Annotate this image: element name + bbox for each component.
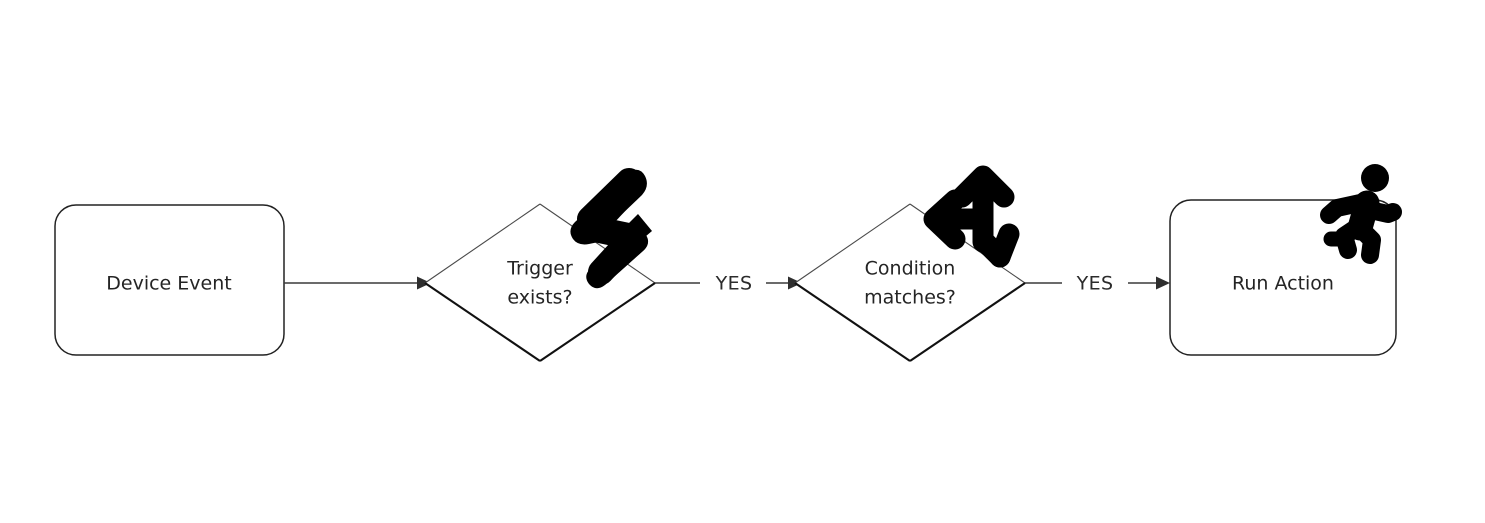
condition-matches-edge-upper-left xyxy=(794,203,911,284)
condition-matches-edge-lower-right xyxy=(909,282,1026,362)
branch-arrow-icon xyxy=(923,165,1020,268)
trigger-exists-edge-lower-right xyxy=(539,282,656,362)
condition-matches-label-line2: matches? xyxy=(864,287,956,309)
trigger-exists-edge-lower-left xyxy=(424,282,541,362)
node-device-event[interactable]: Device Event xyxy=(54,204,285,356)
trigger-exists-edge-upper-right xyxy=(539,203,656,284)
node-trigger-exists[interactable]: Trigger exists? xyxy=(424,203,656,362)
device-event-shape-fill xyxy=(55,205,284,355)
run-action-label: Run Action xyxy=(1232,273,1334,295)
device-event-shape-outline xyxy=(54,204,285,356)
condition-matches-edge-lower-left xyxy=(794,282,911,362)
edge-condition-to-action: YES xyxy=(1025,273,1170,295)
edge-device-to-trigger xyxy=(284,276,431,290)
lightning-bolt-icon xyxy=(570,168,652,289)
running-person-icon xyxy=(1320,164,1402,264)
edge-trigger-to-condition: YES xyxy=(655,273,802,295)
trigger-exists-label-line1: Trigger xyxy=(506,258,573,280)
trigger-exists-edge-upper-left xyxy=(424,203,541,284)
device-event-label: Device Event xyxy=(106,273,231,295)
node-condition-matches[interactable]: Condition matches? xyxy=(794,203,1026,362)
edge-condition-to-action-arrowhead xyxy=(1156,276,1170,290)
trigger-exists-label-line2: exists? xyxy=(507,287,572,309)
running-person-head xyxy=(1361,164,1389,192)
edge-device-to-trigger-arrowhead xyxy=(417,276,431,290)
edge-label-yes-1: YES xyxy=(715,273,753,295)
run-action-shape-outline xyxy=(1169,199,1397,356)
condition-matches-label-line1: Condition xyxy=(865,258,956,280)
edge-label-yes-2: YES xyxy=(1076,273,1114,295)
